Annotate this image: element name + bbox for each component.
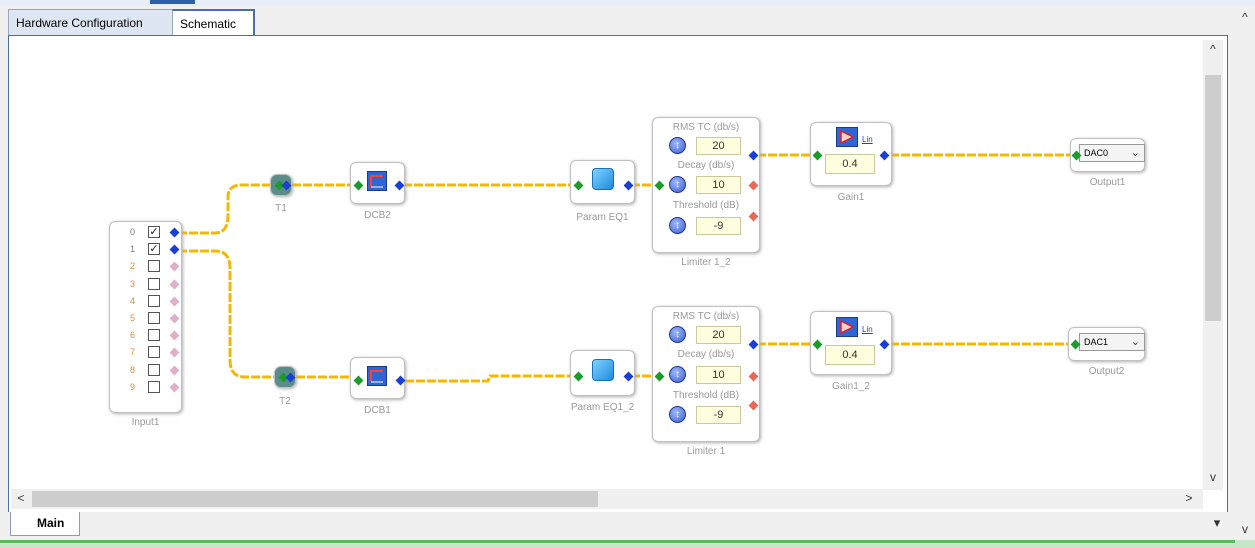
input-row-checkbox[interactable] — [148, 363, 160, 376]
knob-icon[interactable]: ↕ — [669, 176, 686, 193]
input-row-checkbox[interactable]: ✓ — [148, 226, 160, 238]
input-row-checkbox[interactable] — [148, 380, 160, 393]
input-row-checkbox[interactable] — [148, 329, 160, 342]
rms-tc-label: RMS TC (db/s) — [672, 311, 740, 322]
gain-value[interactable]: 0.4 — [825, 345, 875, 365]
threshold-label: Threshold (dB) — [672, 390, 740, 401]
decay-value[interactable]: 10 — [696, 366, 741, 384]
input-row-checkbox[interactable] — [148, 277, 160, 290]
amplifier-icon — [836, 317, 858, 337]
status-strip — [0, 540, 1255, 548]
check-icon: ✓ — [149, 243, 159, 256]
wire — [178, 183, 272, 235]
output1-label: Output1 — [1089, 177, 1126, 188]
gain1-label: Gain1 — [837, 192, 865, 203]
tab-main[interactable]: Main — [10, 512, 80, 536]
eq-icon — [592, 359, 614, 381]
knob-icon[interactable]: ↕ — [669, 366, 686, 383]
dc-blocker-icon — [367, 366, 387, 386]
dc-blocker-icon — [367, 171, 387, 191]
chevron-down-icon: ⌄ — [1130, 336, 1140, 348]
t2-label: T2 — [279, 396, 291, 407]
dac-select-value: DAC1 — [1084, 337, 1109, 347]
input-row-number: 2 — [129, 261, 135, 272]
input-row-checkbox[interactable] — [148, 312, 160, 324]
input-row-number: 3 — [129, 278, 135, 289]
input-row-checkbox[interactable] — [148, 294, 160, 307]
window-top-stripe — [0, 0, 1255, 6]
chevron-down-icon: ⌄ — [1130, 147, 1140, 159]
decay-label: Decay (db/s) — [677, 349, 735, 360]
input-row-checkbox[interactable] — [148, 346, 160, 359]
threshold-label: Threshold (dB) — [672, 200, 740, 211]
chevron-down-icon[interactable]: v — [1210, 470, 1216, 484]
knob-icon[interactable]: ↕ — [669, 406, 686, 423]
chevron-left-icon[interactable]: < — [17, 491, 25, 505]
tab-schematic[interactable]: Schematic — [172, 9, 255, 35]
lin-link[interactable]: Lin — [862, 325, 873, 334]
wire — [405, 374, 572, 383]
eq-icon — [592, 168, 614, 190]
input-row-number: 9 — [129, 381, 135, 392]
input-row-number: 7 — [129, 347, 135, 358]
amplifier-icon — [836, 127, 858, 147]
outer-vertical-scrollbar[interactable]: ^ v — [1235, 6, 1255, 540]
gain-value[interactable]: 0.4 — [825, 154, 875, 174]
knob-icon[interactable]: ↕ — [669, 137, 686, 154]
limiter1-label: Limiter 1 — [686, 446, 726, 457]
dac-select[interactable]: DAC0 ⌄ — [1079, 144, 1145, 162]
param-eq1-label: Param EQ1 — [576, 212, 629, 223]
accent-bar — [150, 0, 195, 4]
chevron-down-icon[interactable]: v — [1242, 522, 1248, 536]
wire — [178, 249, 277, 379]
dcb1-label: DCB1 — [364, 405, 391, 416]
param-eq1-2-label: Param EQ1_2 — [570, 402, 635, 413]
chevron-up-icon[interactable]: ^ — [1242, 10, 1248, 24]
t1-label: T1 — [275, 203, 287, 214]
threshold-value[interactable]: -9 — [696, 217, 741, 235]
input-row-number: 4 — [129, 295, 135, 306]
rms-tc-value[interactable]: 20 — [696, 137, 741, 155]
schematic-canvas[interactable] — [8, 35, 1228, 513]
input-row-checkbox[interactable]: ✓ — [148, 243, 160, 256]
decay-value[interactable]: 10 — [696, 176, 741, 194]
horizontal-scroll-thumb[interactable] — [32, 491, 598, 507]
threshold-value[interactable]: -9 — [696, 406, 741, 424]
input-row-number: 0 — [129, 227, 135, 237]
knob-icon[interactable]: ↕ — [669, 326, 686, 343]
output2-label: Output2 — [1088, 366, 1125, 377]
dcb2-label: DCB2 — [364, 210, 391, 221]
dac-select-value: DAC0 — [1084, 148, 1109, 158]
lin-link[interactable]: Lin — [862, 135, 873, 144]
limiter1-2-label: Limiter 1_2 — [681, 257, 731, 268]
input-row-number: 8 — [129, 364, 135, 375]
input1-label: Input1 — [131, 417, 160, 428]
decay-label: Decay (db/s) — [677, 160, 735, 171]
chevron-up-icon[interactable]: ^ — [1210, 42, 1216, 56]
dac-select[interactable]: DAC1 ⌄ — [1079, 333, 1145, 351]
tab-hardware-configuration[interactable]: Hardware Configuration — [8, 9, 173, 35]
chevron-right-icon[interactable]: > — [1185, 491, 1193, 505]
knob-icon[interactable]: ↕ — [669, 217, 686, 234]
check-icon: ✓ — [149, 226, 159, 238]
rms-tc-label: RMS TC (db/s) — [672, 122, 740, 133]
input-row-number: 5 — [129, 313, 135, 323]
rms-tc-value[interactable]: 20 — [696, 326, 741, 344]
gain1-2-label: Gain1_2 — [832, 381, 870, 392]
vertical-scroll-thumb[interactable] — [1205, 75, 1221, 321]
input-row-checkbox[interactable] — [148, 260, 160, 273]
input-row-number: 1 — [129, 244, 135, 255]
input-row-number: 6 — [129, 330, 135, 341]
sheet-tab-bar: ▾ — [0, 512, 1235, 536]
dropdown-arrow-icon[interactable]: ▾ — [1213, 515, 1221, 530]
